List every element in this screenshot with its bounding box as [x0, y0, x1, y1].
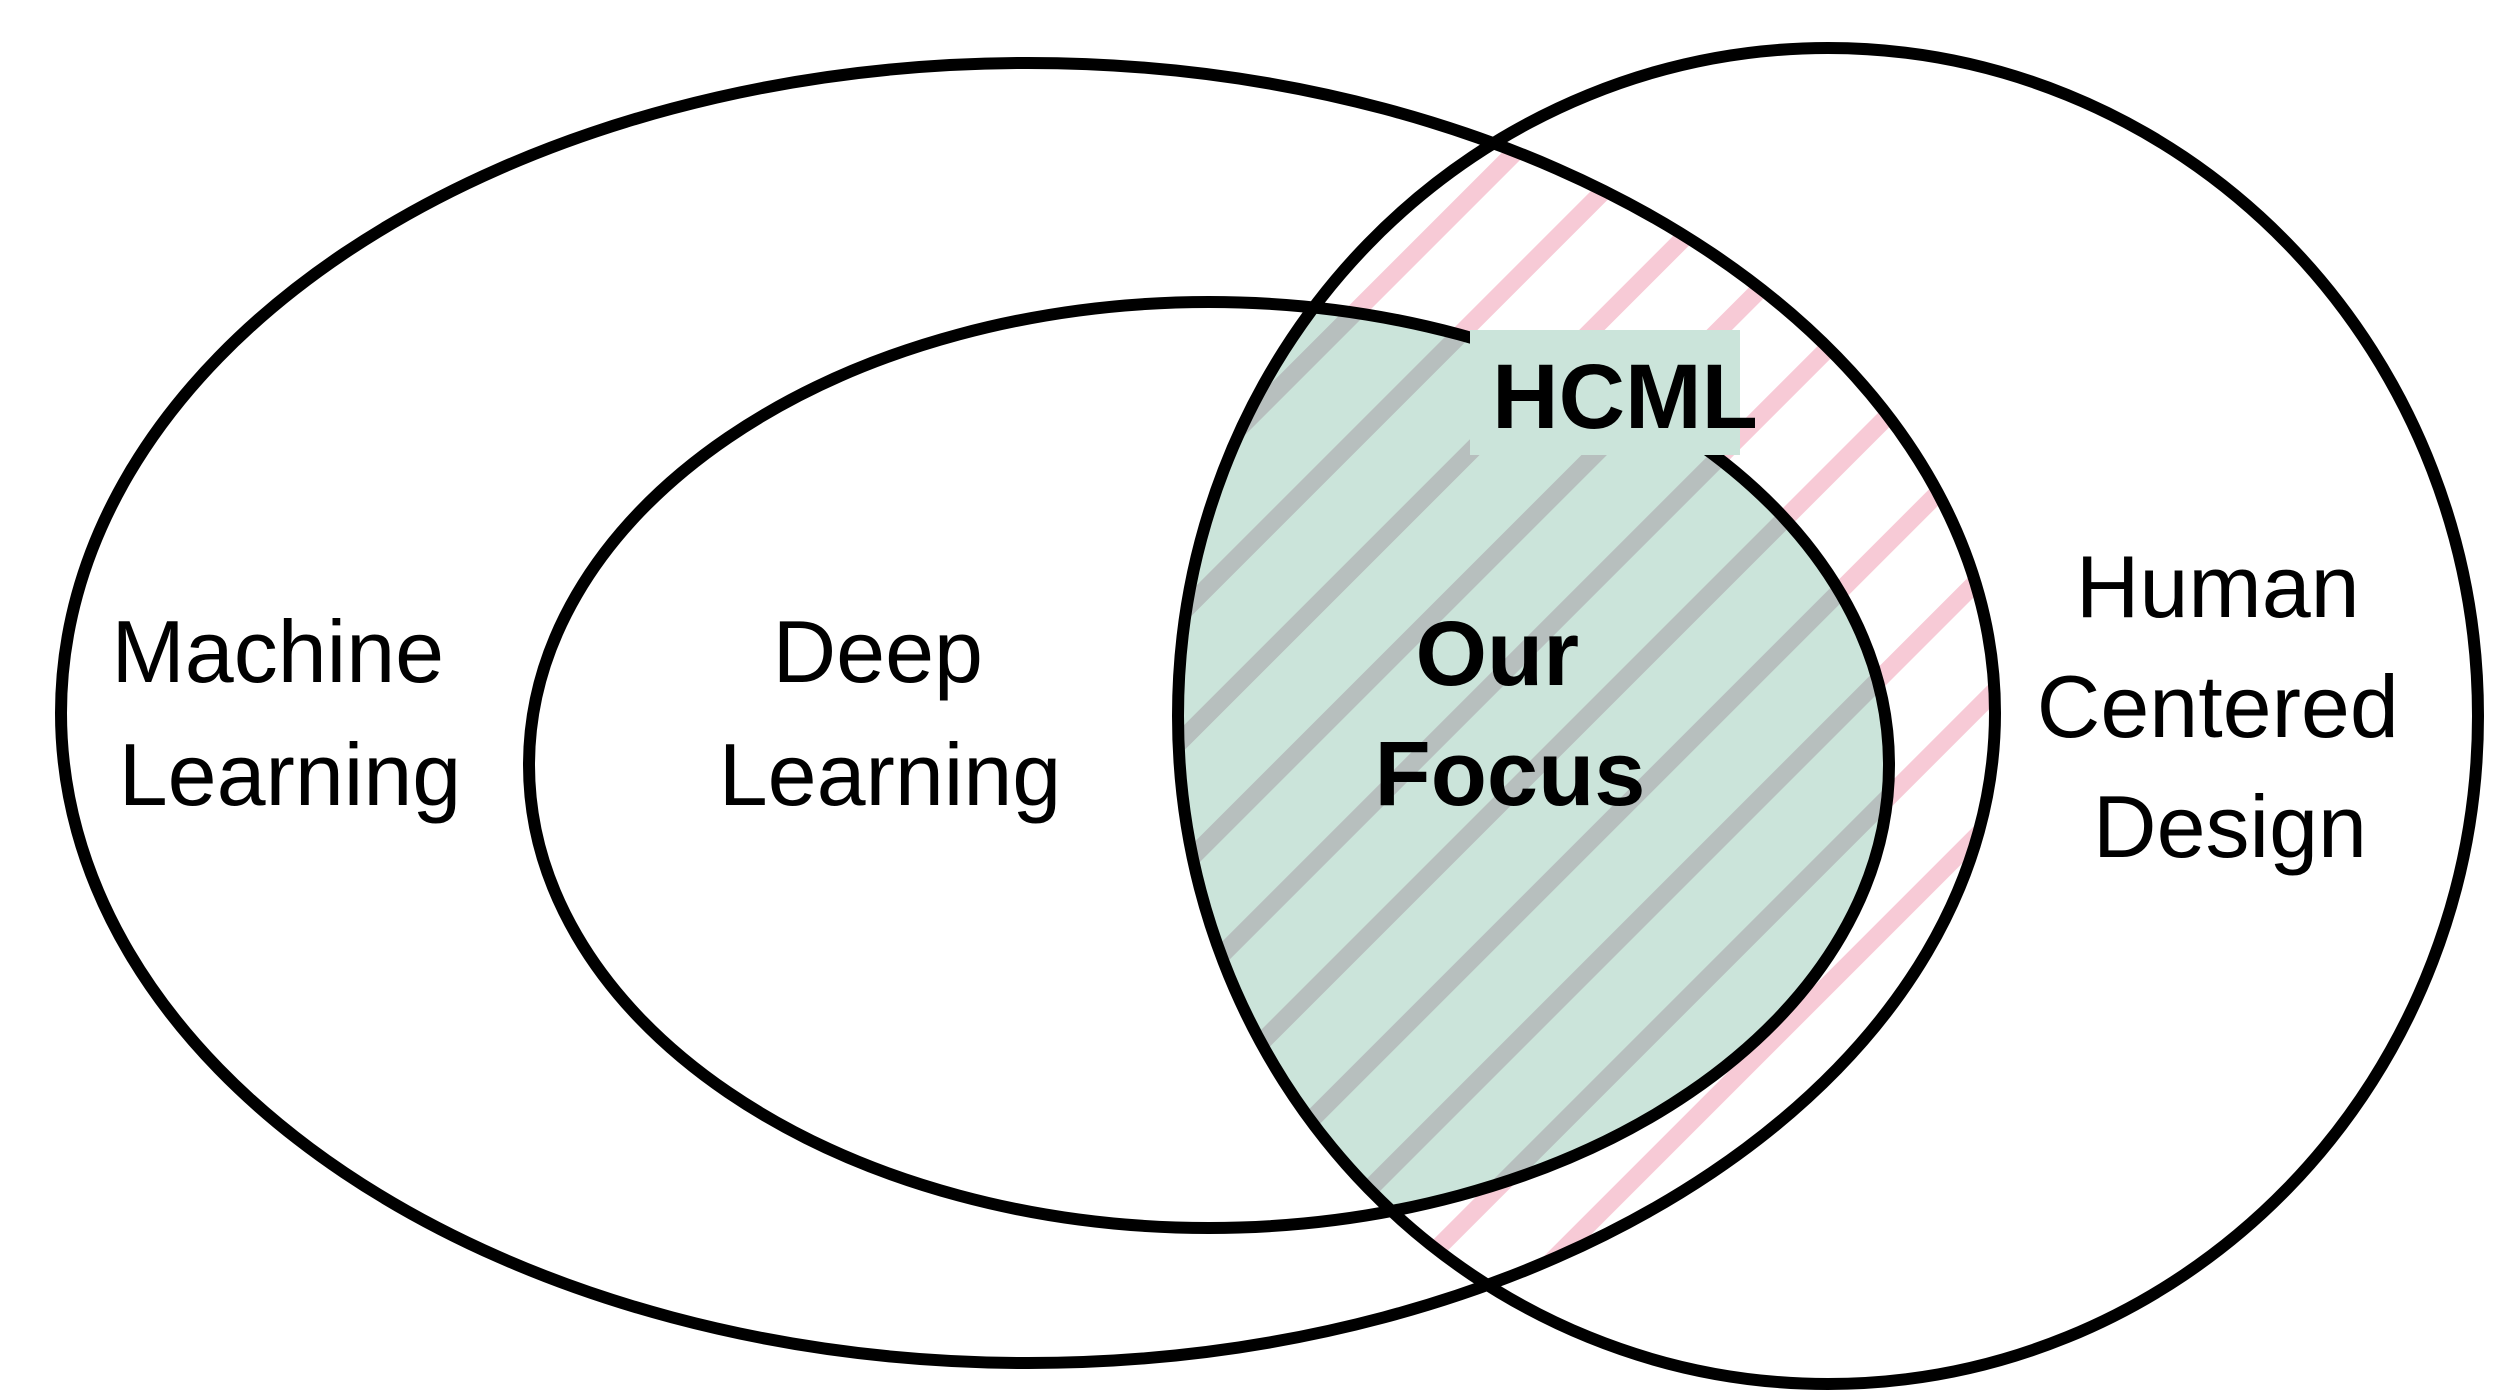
- our-focus-label: Our Focus: [1375, 603, 1646, 825]
- deep-learning-ellipse: [523, 296, 1895, 1234]
- human-centered-design-ellipse: [1172, 42, 2484, 1390]
- machine-learning-label: Machine Learning: [111, 602, 468, 824]
- deep-learning-label: Deep Learning: [719, 602, 1062, 824]
- human-centered-design-label: Human Centered Design: [2037, 537, 2423, 876]
- machine-learning-ellipse: [55, 57, 2001, 1369]
- our-focus-region: [1178, 302, 1889, 1228]
- hcml-label-backdrop: [1470, 330, 1740, 455]
- hcml-label: HCML: [1492, 346, 1758, 448]
